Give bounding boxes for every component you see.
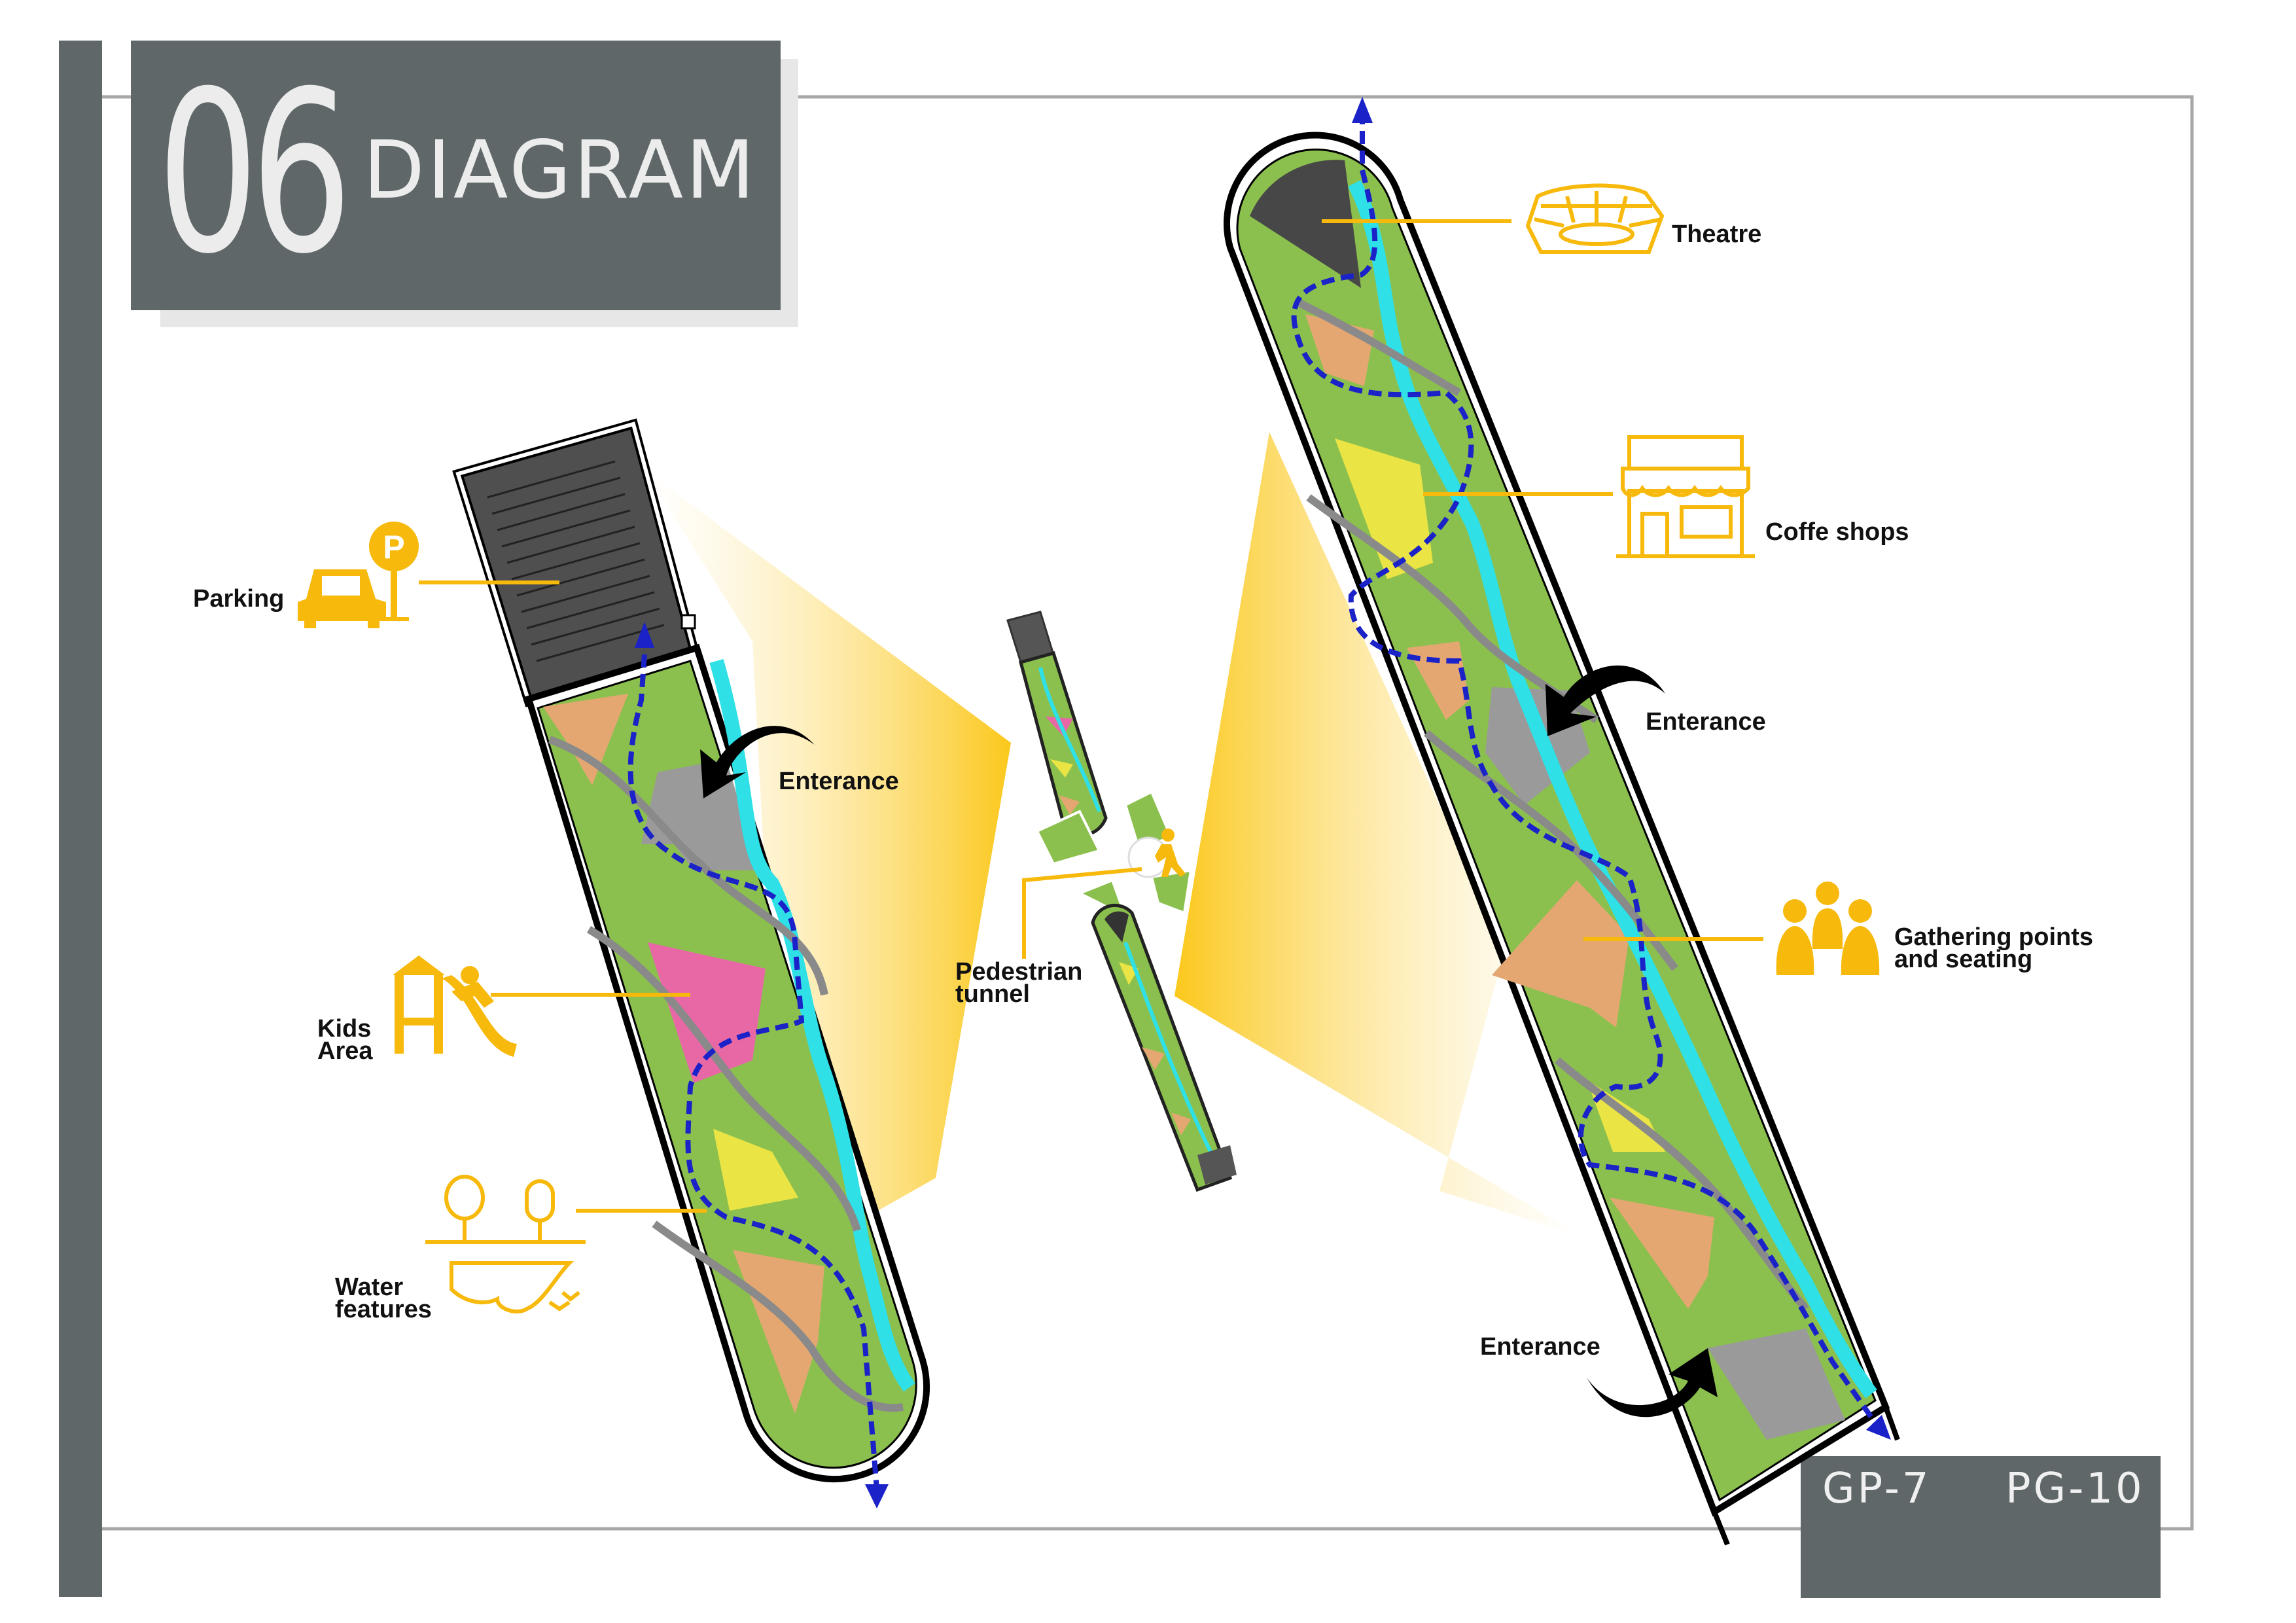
left-yellow-zone xyxy=(713,1129,798,1211)
route-arrow-down-right xyxy=(1866,1415,1891,1440)
kids-area-label: Kids Area xyxy=(317,1015,373,1065)
pedestrian-icon xyxy=(1155,829,1186,877)
left-water-channel xyxy=(709,658,915,1392)
right-park-plan xyxy=(1223,97,1900,1546)
section-number: 06 xyxy=(157,44,353,303)
left-gray-paths xyxy=(548,736,904,1412)
entrance-label-left: Enterance xyxy=(779,768,899,795)
right-bottom-plaza xyxy=(1708,1329,1845,1440)
entrance-arrow-icon xyxy=(700,726,815,798)
left-park-plan xyxy=(452,418,930,1508)
gathering-zone xyxy=(1492,880,1629,1027)
zoom-beam-left xyxy=(645,470,1011,1263)
right-gray-paths xyxy=(1294,297,1809,1311)
pedestrian-tunnel-label: Pedestrian tunnel xyxy=(955,958,1083,1008)
entrance-arrow-icon xyxy=(1587,1348,1718,1418)
left-walking-route xyxy=(627,654,879,1489)
route-arrow-up-left xyxy=(635,622,654,648)
zoom-beam-right xyxy=(1174,432,1583,1237)
overview-roundabout xyxy=(1035,810,1101,866)
title-block xyxy=(131,41,781,310)
right-orange-zone-3 xyxy=(1610,1198,1714,1309)
overview-north-strip xyxy=(1018,651,1108,837)
right-bottom-tail xyxy=(1712,1406,1900,1546)
theatre-zone xyxy=(1250,160,1361,288)
parking-stripes xyxy=(487,460,665,662)
entrance-arrow-icon xyxy=(1545,665,1665,736)
kids-area-icon xyxy=(393,955,517,1057)
theatre-label: Theatre xyxy=(1672,221,1762,248)
pedestrian-tunnel-leader xyxy=(1022,867,1142,959)
svg-text:P: P xyxy=(383,529,404,565)
gathering-icon xyxy=(1776,882,1880,975)
site-overview xyxy=(1006,611,1237,1192)
coffee-shop-icon xyxy=(1616,435,1755,558)
footer-block xyxy=(1801,1456,2161,1598)
right-water-channel xyxy=(1348,180,1877,1399)
kids-area-zone xyxy=(648,942,766,1083)
water-features-icon xyxy=(425,1175,586,1313)
water-features-label: Water features xyxy=(335,1274,432,1323)
left-orange-zone-top xyxy=(543,694,628,785)
page-number: PG-10 xyxy=(2005,1465,2145,1513)
parking-icon: P xyxy=(298,522,419,628)
coffee-shops-label: Coffe shops xyxy=(1765,518,1909,546)
theatre-icon xyxy=(1525,183,1665,254)
route-arrow-down-left xyxy=(865,1484,889,1508)
right-walking-route xyxy=(1291,111,1881,1429)
gathering-label: Gathering points and seating xyxy=(1894,923,2093,973)
group-number: GP-7 xyxy=(1822,1465,1932,1513)
coffee-shop-zone xyxy=(1335,438,1433,579)
route-arrow-up-right xyxy=(1352,97,1373,123)
section-title: DIAGRAM xyxy=(363,124,758,217)
entrance-label-right-bottom: Enterance xyxy=(1480,1333,1600,1361)
entrance-label-right-top: Enterance xyxy=(1646,708,1766,736)
left-entrance-plaza xyxy=(641,759,759,870)
left-sidebar-bar xyxy=(59,41,102,1597)
parking-label: Parking xyxy=(193,585,285,613)
